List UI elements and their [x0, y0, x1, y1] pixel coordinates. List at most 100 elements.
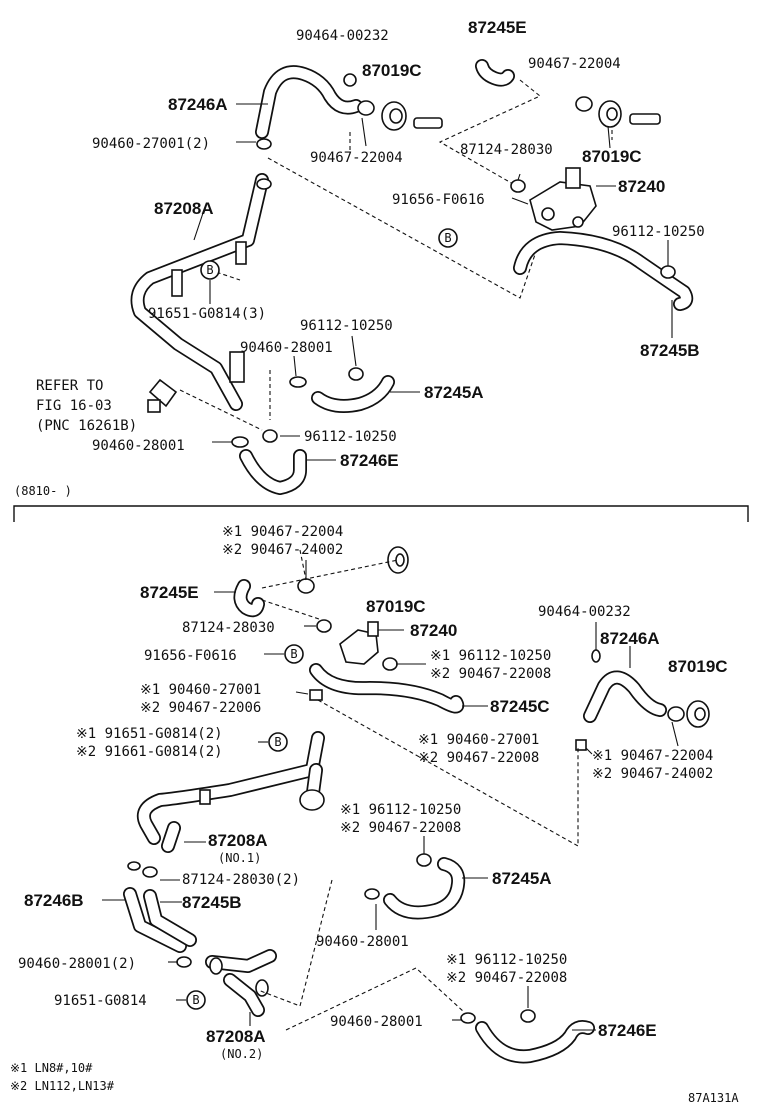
label-87246a: 87246A — [168, 95, 228, 114]
label-87245e-lower: 87245E — [140, 583, 199, 602]
label-87246b: 87246B — [24, 891, 84, 910]
bolt-b-lower-2: B — [268, 732, 288, 752]
footnote-1: ※1 LN8#,10# — [10, 1061, 93, 1075]
hose-87246e-lower — [475, 1020, 595, 1064]
hose-87246a-lower — [583, 670, 667, 723]
clip-90460-28001-lower-b — [176, 956, 192, 968]
clip-90464 — [343, 73, 357, 87]
label-90460-28001-lower-a: 90460-28001 — [316, 934, 409, 950]
bolt-b-letter: B — [444, 231, 451, 245]
label-90467-22004-b: 90467-22004 — [310, 150, 403, 166]
label-87019c-b: 87019C — [582, 147, 642, 166]
label-l1-90460-27001-b: ※1 90460-27001 — [418, 732, 539, 748]
label-l1-91651-g0814: ※1 91651-G0814(2) — [76, 726, 223, 742]
grommet-87019c-b — [598, 100, 622, 128]
label-96112-10250-c: 96112-10250 — [304, 429, 397, 445]
clamp-96112-a — [660, 265, 676, 279]
bolt-b-letter: B — [274, 735, 281, 749]
hose-87245a — [311, 375, 395, 413]
hose-87246e — [239, 449, 307, 495]
bolt-b-letter: B — [206, 263, 213, 277]
bolt-b-upper-2: B — [200, 260, 220, 280]
clamp-87124-lower — [316, 619, 332, 633]
label-87019c-lower-a: 87019C — [366, 597, 426, 616]
label-90460-28001-lower-b: 90460-28001(2) — [18, 956, 136, 972]
hose-87245c — [309, 663, 465, 714]
clamp-90467-b — [575, 96, 593, 112]
bolt-upper-b — [629, 113, 661, 125]
bolt-b-letter: B — [192, 993, 199, 1007]
pipe-87208a-upper — [130, 173, 269, 411]
pipe-87208a-no2 — [205, 949, 277, 1017]
label-l2-91661-g0814: ※2 91661-G0814(2) — [76, 744, 223, 760]
grommet-87019c-lower-b — [686, 700, 710, 728]
label-l1-90460-27001-a: ※1 90460-27001 — [140, 682, 261, 698]
label-87246e: 87246E — [340, 451, 399, 470]
label-91651-g0814-lower: 91651-G0814 — [54, 993, 147, 1009]
hose-87245e-lower — [233, 579, 265, 618]
label-91656-f0616-lower: 91656-F0616 — [144, 648, 237, 664]
footnotes: ※1 LN8#,10# ※2 LN112,LN13# — [10, 1061, 115, 1093]
bolt-b-letter: B — [290, 647, 297, 661]
clamp-90467-a — [357, 100, 375, 116]
hose-87245e — [475, 59, 515, 87]
label-87240: 87240 — [618, 177, 665, 196]
label-r2-90467-24002: ※2 90467-24002 — [592, 766, 713, 782]
clamp-87124 — [510, 179, 526, 193]
hose-87246b — [123, 887, 187, 953]
label-l1-96112-10250-b: ※1 96112-10250 — [340, 802, 461, 818]
label-87246e-lower: 87246E — [598, 1021, 657, 1040]
clamp-lower-b — [382, 657, 398, 671]
label-91651-g0814: 91651-G0814(3) — [148, 306, 266, 322]
label-87208a-no1: 87208A — [208, 831, 268, 850]
label-90460-28001-b: 90460-28001 — [92, 438, 185, 454]
lower-section: B B B — [18, 524, 728, 1064]
label-87245c: 87245C — [490, 697, 550, 716]
label-87124-28030-lower: 87124-28030 — [182, 620, 275, 636]
label-l2-90467-22008-d: ※2 90467-22008 — [446, 970, 567, 986]
label-l1-90467-22004: ※1 90467-22004 — [222, 524, 343, 540]
hose-87245b-lower — [143, 889, 197, 947]
bolt-upper-a — [413, 117, 443, 129]
clip-lower-c — [309, 689, 323, 701]
date-range: (8810- ) — [14, 484, 72, 498]
label-87240-lower: 87240 — [410, 621, 457, 640]
grommet-87019c-a — [381, 101, 407, 131]
label-90464-00232: 90464-00232 — [296, 28, 389, 44]
section-divider: (8810- ) — [13, 484, 749, 522]
bolt-b-lower-1: B — [284, 644, 304, 664]
label-l2-90467-22008-b: ※2 90467-22008 — [418, 750, 539, 766]
clip-90460-27001 — [256, 138, 272, 150]
label-96112-10250-b: 96112-10250 — [300, 318, 393, 334]
label-87019c-lower-b: 87019C — [668, 657, 728, 676]
label-l1-96112-10250-c: ※1 96112-10250 — [446, 952, 567, 968]
clip-90460-28001-b — [231, 436, 249, 448]
clamp-lower-e — [416, 853, 432, 867]
clamp-96112-b — [348, 367, 364, 381]
label-refer-1: REFER TO — [36, 378, 103, 394]
label-90464-00232-lower: 90464-00232 — [538, 604, 631, 620]
label-87124-28030: 87124-28030 — [460, 142, 553, 158]
clip-lower-d — [575, 739, 587, 751]
clip-90460-28001-lower-a — [364, 888, 380, 900]
label-90460-28001-a: 90460-28001 — [240, 340, 333, 356]
clip-90460-28001-lower-c — [460, 1012, 476, 1024]
hose-87245b — [513, 231, 694, 311]
label-87245a: 87245A — [424, 383, 484, 402]
label-refer-3: (PNC 16261B) — [36, 418, 137, 434]
label-90467-22004-a: 90467-22004 — [528, 56, 621, 72]
pipe-87208a-no1 — [136, 731, 325, 853]
label-90460-28001-lower-c: 90460-28001 — [330, 1014, 423, 1030]
hose-87246a — [255, 65, 363, 139]
label-87208a-no2: 87208A — [206, 1027, 266, 1046]
label-l2-90467-22008-a: ※2 90467-22008 — [430, 666, 551, 682]
bolt-b-lower-3: B — [186, 990, 206, 1010]
hose-87245a-lower — [383, 857, 466, 920]
label-87245b: 87245B — [640, 341, 700, 360]
upper-section: B B 90464-00232 87245E 87019C 90467-2200… — [36, 18, 705, 495]
label-no1: (NO.1) — [218, 851, 261, 865]
bolt-b-upper-1: B — [438, 228, 458, 248]
grommet-87019c-lower-a — [387, 546, 409, 574]
